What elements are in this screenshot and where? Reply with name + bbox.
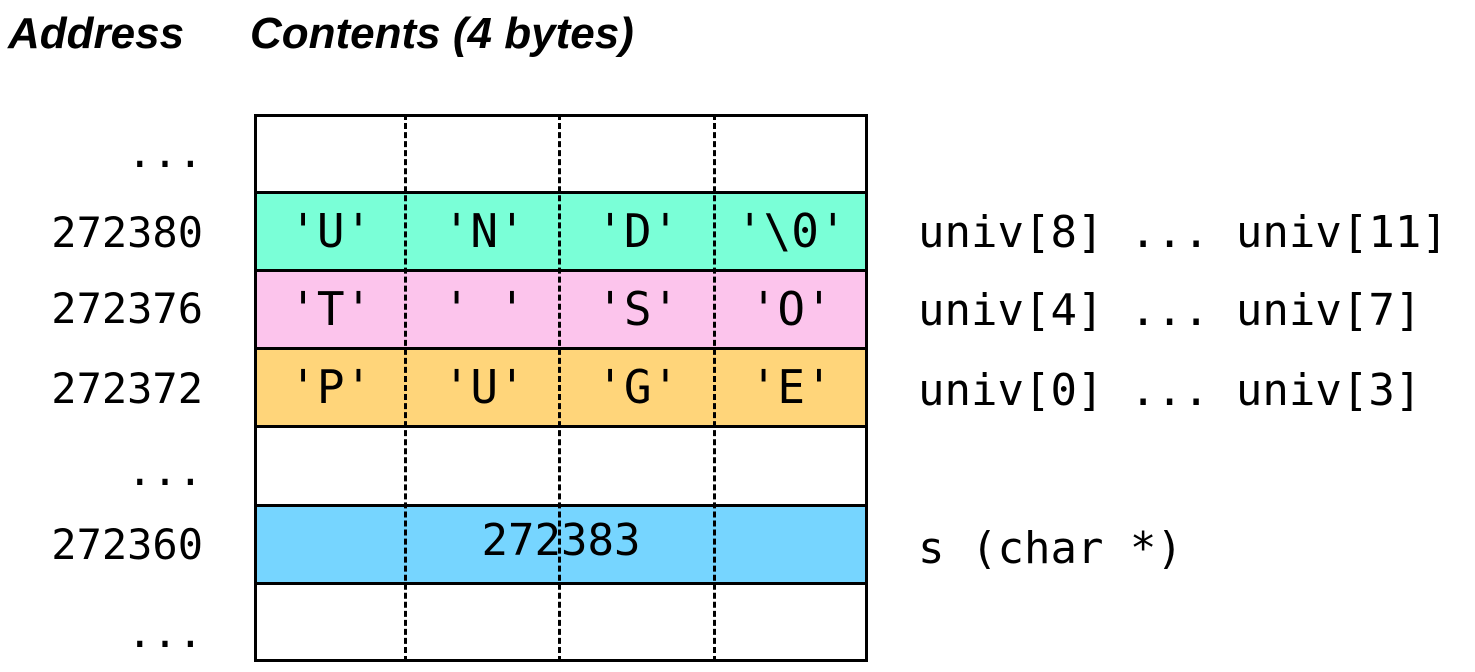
address-label: ... [127, 608, 203, 657]
row-border [254, 659, 868, 662]
memory-row-empty [254, 426, 868, 504]
byte-cell [254, 114, 408, 192]
address-label: 272380 [51, 208, 203, 257]
byte-cell [715, 426, 869, 504]
byte-cell: 'S' [596, 282, 680, 336]
address-label: ... [127, 128, 203, 177]
byte-cell: 'N' [442, 204, 526, 258]
address-label: 272360 [51, 520, 203, 569]
memory-row-272372: 'P' 'U' 'G' 'E' [254, 348, 868, 426]
byte-cell: 'G' [596, 360, 680, 414]
address-label: 272376 [51, 284, 203, 333]
byte-cell: 'O' [749, 282, 833, 336]
byte-divider [713, 114, 716, 662]
contents-column-header: Contents (4 bytes) [250, 9, 634, 58]
variable-label: univ[0] ... univ[3] [918, 365, 1422, 416]
byte-cell [408, 426, 562, 504]
row-border [254, 347, 868, 350]
byte-cell [561, 426, 715, 504]
pointer-value: 272383 [481, 515, 641, 566]
byte-cell [715, 584, 869, 662]
byte-cell [254, 426, 408, 504]
memory-row-272376: 'T' ' ' 'S' 'O' [254, 270, 868, 348]
byte-cell [408, 114, 562, 192]
byte-cell: 'U' [289, 204, 373, 258]
memory-row-empty [254, 584, 868, 662]
address-label: 272372 [51, 364, 203, 413]
variable-label: univ[4] ... univ[7] [918, 285, 1422, 336]
memory-row-272360: 272383 [254, 505, 868, 583]
byte-cell [408, 584, 562, 662]
byte-cell: 'T' [289, 282, 373, 336]
row-border [254, 269, 868, 272]
variable-label: univ[8] ... univ[11] [918, 207, 1448, 258]
memory-row-empty [254, 114, 868, 192]
byte-cell [715, 114, 869, 192]
grid-right-border [865, 114, 868, 662]
row-border [254, 114, 868, 117]
byte-cell [254, 584, 408, 662]
byte-cell: ' ' [442, 282, 526, 336]
row-border [254, 504, 868, 507]
grid-left-border [254, 114, 257, 662]
row-border [254, 582, 868, 585]
byte-cell [561, 584, 715, 662]
byte-cell [561, 114, 715, 192]
byte-cell: 'P' [289, 360, 373, 414]
row-border [254, 425, 868, 428]
variable-label: s (char *) [918, 523, 1183, 574]
byte-cell: 'D' [596, 204, 680, 258]
byte-cell: '\0' [735, 204, 847, 258]
address-column-header: Address [8, 9, 185, 58]
memory-grid: 'U' 'N' 'D' '\0' 'T' ' ' 'S' 'O' 'P' 'U'… [254, 114, 868, 662]
row-border [254, 191, 868, 194]
byte-divider [404, 114, 407, 662]
byte-cell: 'U' [442, 360, 526, 414]
address-label: ... [127, 446, 203, 495]
byte-cell: 'E' [749, 360, 833, 414]
memory-row-272380: 'U' 'N' 'D' '\0' [254, 192, 868, 270]
byte-divider [558, 114, 561, 662]
